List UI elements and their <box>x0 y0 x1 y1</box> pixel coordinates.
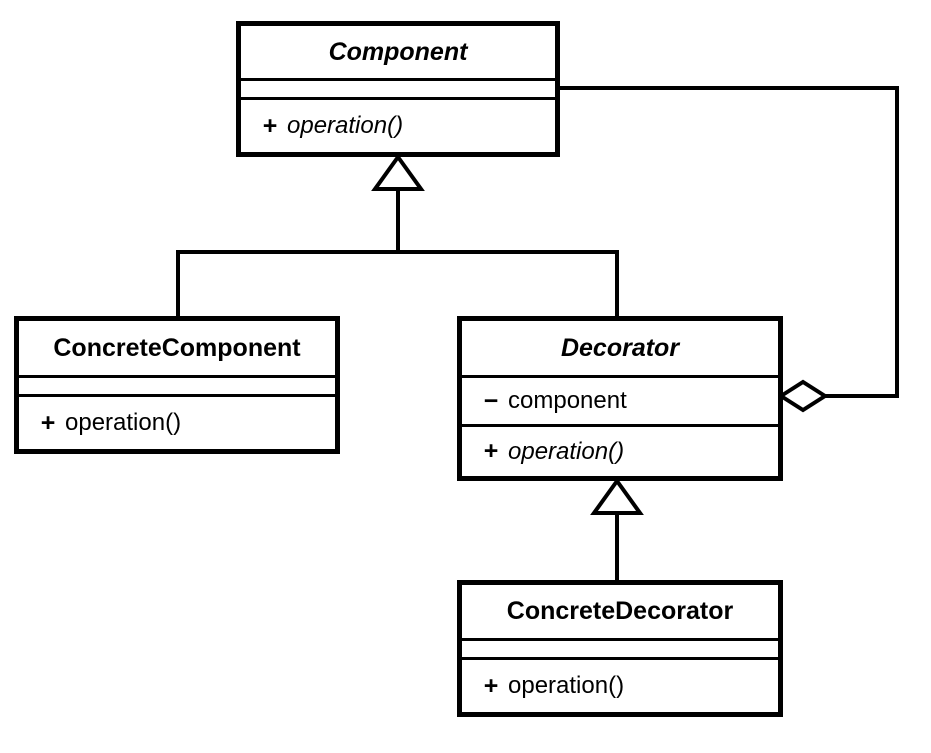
hollow-triangle-arrowhead-decorator <box>590 477 644 515</box>
visibility-marker-public: + <box>483 437 499 465</box>
operation-label-operation: operation() <box>508 437 625 465</box>
class-name-compartment-component: Component <box>241 26 555 81</box>
operation-label-operation: operation() <box>65 409 182 436</box>
aggregation-edge-decorator-component <box>558 86 899 413</box>
operations-compartment-concrete-decorator: + operation() <box>462 660 778 712</box>
uml-class-component[interactable]: Component + operation() <box>236 21 560 157</box>
operations-compartment-decorator: + operation() <box>462 427 778 476</box>
generalization-edge-to-component <box>176 153 619 320</box>
operations-compartment-concrete-component: + operation() <box>19 397 335 449</box>
attribute-label-component: component <box>508 387 627 414</box>
class-name-compartment-concrete-decorator: ConcreteDecorator <box>462 585 778 641</box>
uml-class-concrete-decorator[interactable]: ConcreteDecorator + operation() <box>457 580 783 717</box>
uml-class-decorator[interactable]: Decorator − component + operation() <box>457 316 783 481</box>
attributes-compartment-concrete-component <box>19 378 335 397</box>
aggregation-route <box>558 86 899 398</box>
generalization-edge-to-decorator <box>590 477 644 583</box>
operations-compartment-component: + operation() <box>241 100 555 152</box>
uml-class-concrete-component[interactable]: ConcreteComponent + operation() <box>14 316 340 454</box>
attributes-compartment-decorator: − component <box>462 378 778 427</box>
class-name-compartment-concrete-component: ConcreteComponent <box>19 321 335 378</box>
visibility-marker-private: − <box>483 386 499 415</box>
class-name-concrete-decorator: ConcreteDecorator <box>506 597 734 625</box>
class-name-concrete-component: ConcreteComponent <box>53 333 301 362</box>
hollow-triangle-arrowhead-component <box>371 153 425 191</box>
visibility-marker-public: + <box>40 408 56 437</box>
visibility-marker-public: + <box>483 671 499 700</box>
attributes-compartment-concrete-decorator <box>462 641 778 660</box>
class-name-decorator: Decorator <box>560 333 680 362</box>
visibility-marker-public: + <box>262 111 278 140</box>
hollow-diamond-aggregation <box>777 379 829 413</box>
operation-label-operation: operation() <box>287 112 404 139</box>
attributes-compartment-component <box>241 81 555 100</box>
class-name-component: Component <box>328 37 468 66</box>
operation-label-operation: operation() <box>508 672 625 699</box>
class-name-compartment-decorator: Decorator <box>462 321 778 378</box>
